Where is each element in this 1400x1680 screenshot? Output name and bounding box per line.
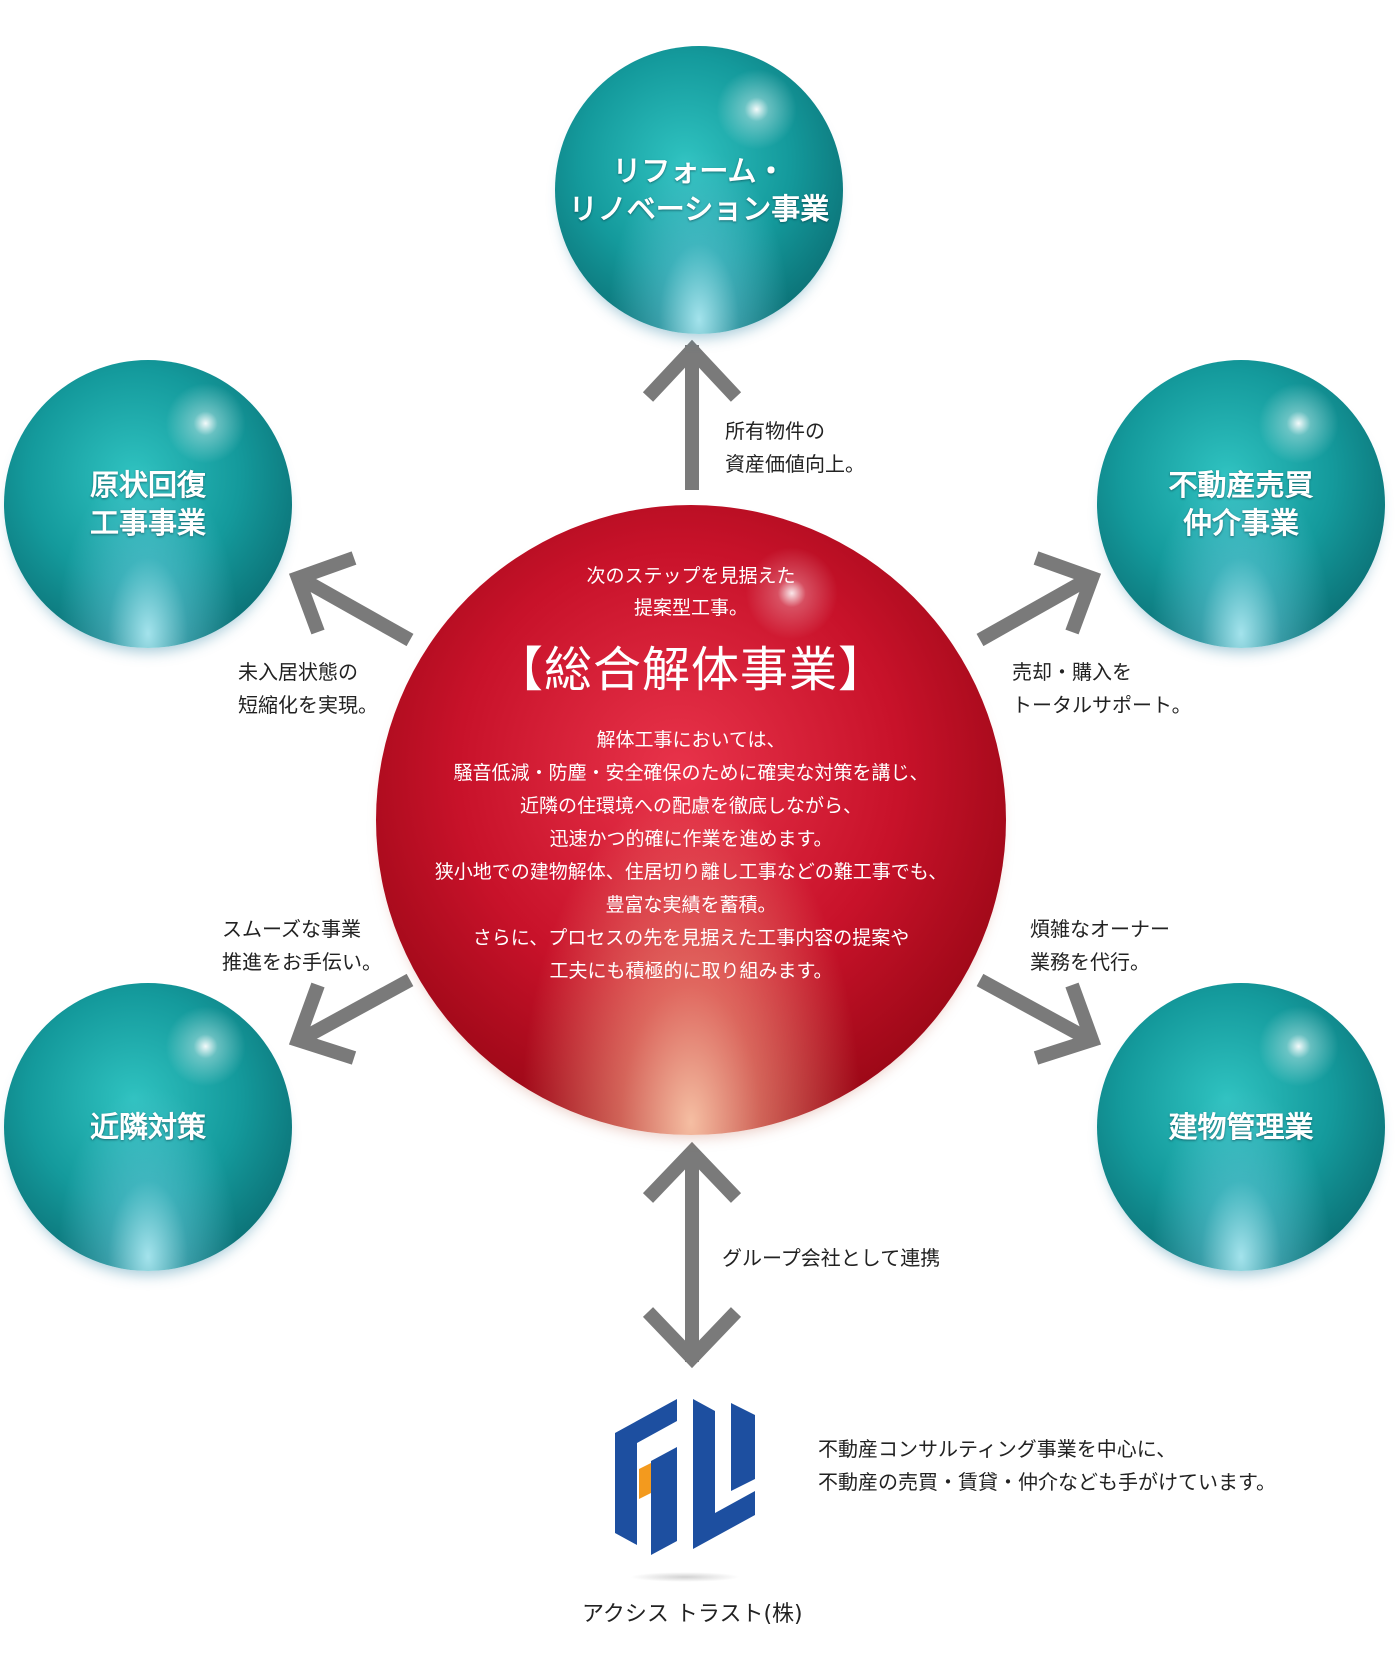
note-bottom: グループ会社として連携 bbox=[722, 1246, 941, 1270]
sphere-restoration-label: 原状回復 工事事業 bbox=[89, 468, 206, 540]
sphere-building-management: 建物管理業 bbox=[1097, 983, 1385, 1271]
arrow-upper-right bbox=[976, 551, 1102, 647]
sphere-brokerage-label: 不動産売買 仲介事業 bbox=[1168, 468, 1314, 540]
sphere-reform-renovation: リフォーム・ リノベーション事業 bbox=[555, 46, 843, 334]
arrow-bidirectional bbox=[642, 1141, 742, 1369]
sphere-restoration: 原状回復 工事事業 bbox=[4, 360, 292, 648]
sphere-brokerage: 不動産売買 仲介事業 bbox=[1097, 360, 1385, 648]
company-name: アクシス トラスト(株) bbox=[582, 1602, 803, 1627]
note-lower-right: 煩雑なオーナー 業務を代行。 bbox=[1030, 917, 1170, 974]
company-logo bbox=[615, 1399, 755, 1555]
demolition-subtitle: 次のステップを見据えた 提案型工事。 bbox=[586, 565, 796, 619]
note-upper-right: 売却・購入を トータルサポート。 bbox=[1012, 660, 1192, 717]
note-upper-left: 未入居状態の 短縮化を実現。 bbox=[238, 660, 378, 717]
arrow-up bbox=[642, 339, 742, 490]
note-lower-left: スムーズな事業 推進をお手伝い。 bbox=[222, 917, 382, 974]
note-top: 所有物件の 資産価値向上。 bbox=[725, 419, 865, 476]
sphere-reform-renovation-label: リフォーム・ リノベーション事業 bbox=[568, 154, 830, 226]
sphere-building-management-label: 建物管理業 bbox=[1168, 1110, 1314, 1144]
logo-shadow bbox=[630, 1572, 740, 1582]
demolition-title: 【総合解体事業】 bbox=[494, 642, 887, 698]
demolition-description: 解体工事においては、 騒音低減・防塵・安全確保のために確実な対策を講じ、 近隣の… bbox=[434, 729, 948, 982]
sphere-neighborhood-label: 近隣対策 bbox=[89, 1110, 206, 1144]
arrow-lower-left bbox=[288, 973, 414, 1065]
company-description: 不動産コンサルティング事業を中心に、 不動産の売買・賃貸・仲介なども手がけていま… bbox=[818, 1437, 1276, 1494]
sphere-demolition: 次のステップを見据えた 提案型工事。 【総合解体事業】 解体工事においては、 騒… bbox=[376, 505, 1006, 1135]
sphere-neighborhood: 近隣対策 bbox=[4, 983, 292, 1271]
arrow-lower-right bbox=[976, 973, 1102, 1065]
arrow-upper-left bbox=[288, 551, 414, 647]
